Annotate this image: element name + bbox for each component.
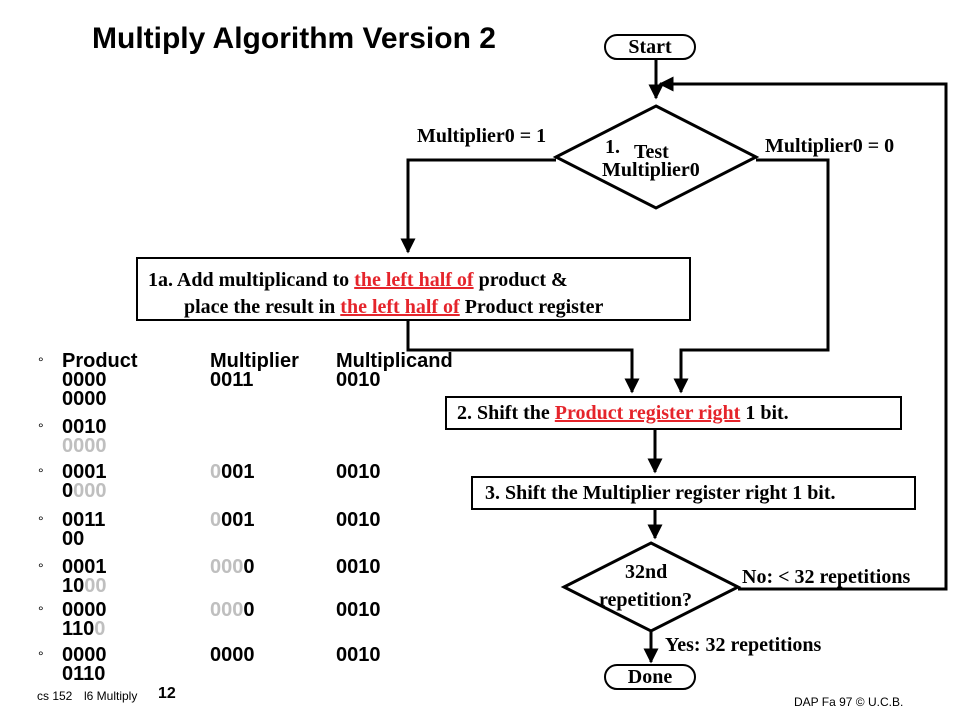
table-row-2-col-2-run-0: 0010 [336,461,381,483]
table-row-6-col-2: 0010 [336,644,381,666]
decision-line-2: repetition? [599,589,692,611]
footer-lecture: l6 Multiply [84,689,138,703]
step-1a-line-1-seg-0: 1a. Add multiplicand to [148,269,355,291]
loop-back-line [658,76,948,591]
test-step-number: 1. [605,136,620,158]
branch-label-one: Multiplier0 = 1 [417,125,547,147]
step-3-label: 3. Shift the Multiplier register right 1… [485,482,836,504]
table-header-product: Product [62,350,138,372]
table-row-0-col-1: 0011 [210,369,254,391]
step-1a-line-1-seg-2: product & [473,269,568,291]
step-3-box: 3. Shift the Multiplier register right 1… [471,476,916,510]
table-row-1-col-0-run-1: 0000 [62,435,107,457]
decision-line-1: 32nd [625,561,668,583]
step-2-box: 2. Shift the Product register right 1 bi… [445,396,902,430]
table-row-6-col-2-run-0: 0010 [336,644,381,666]
step-1a-line-1: 1a. Add multiplicand to the left half of… [148,269,568,292]
step-2-seg-0: 2. Shift the [457,402,555,424]
table-row-1-col-0: 0010 0000 [62,416,107,457]
step-1a-line-2-seg-1: the left half of [340,296,460,318]
table-row-0-col-0-run-0: 0000 0000 [62,369,107,410]
table-row-4-col-2: 0010 [336,556,381,578]
footer-copyright: DAP Fa 97 © U.C.B. [794,695,904,709]
table-row-3-col-2: 0010 [336,509,381,531]
table-row-0-col-0: 0000 0000 [62,369,107,410]
no-branch-label: No: < 32 repetitions [742,566,911,588]
table-row-2-col-1-run-1: 001 [221,461,255,483]
table-header-multiplier: Multiplier [210,350,299,372]
table-row-4-col-1: 0000 [210,556,255,578]
table-row-1-col-0-run-0: 0010 [62,416,107,438]
table-row-4-col-0-run-1: 00 [84,575,107,597]
table-row-3-col-2-run-0: 0010 [336,509,381,531]
test-diamond [552,104,760,210]
table-bullet-5: ° [38,603,44,619]
table-header-multiplicand: Multiplicand [336,350,453,372]
table-row-6-col-1-run-0: 0000 [210,644,255,666]
table-row-2-col-1: 0001 [210,461,255,483]
table-row-6-col-1: 0000 [210,644,255,666]
table-bullet-3: ° [38,513,44,529]
start-terminal: Start [604,34,696,60]
repetition-diamond [560,541,742,633]
table-row-5-col-0-run-1: 0 [94,618,106,640]
table-row-5-col-1-run-0: 000 [210,599,244,621]
table-row-4-col-2-run-0: 0010 [336,556,381,578]
arrow-test-to-step1a [400,158,556,254]
table-row-0-col-2: 0010 [336,369,381,391]
table-row-5-col-2-run-0: 0010 [336,599,381,621]
footer-page-number: 12 [158,685,176,702]
table-bullet-0: ° [38,354,44,370]
done-terminal: Done [604,664,696,690]
table-row-5-col-1: 0000 [210,599,255,621]
step-2-seg-1: Product register right [554,402,741,424]
step-1a-box: 1a. Add multiplicand to the left half of… [136,257,691,321]
table-row-0-col-2-run-0: 0010 [336,369,381,391]
table-row-2-col-0: 0001 0000 [62,461,107,502]
table-row-5-col-2: 0010 [336,599,381,621]
table-row-5-col-1-run-1: 0 [243,599,255,621]
step-1a-line-2-seg-2: Product register [459,296,604,318]
test-step-word: Test [634,141,669,163]
step-2-seg-2: 1 bit. [740,402,789,424]
table-row-3-col-1-run-0: 0 [210,509,222,531]
table-row-4-col-1-run-0: 000 [210,556,244,578]
done-label: Done [627,666,673,688]
table-row-0-col-1-run-0: 0011 [210,369,254,391]
table-row-3-col-1: 0001 [210,509,255,531]
table-row-2-col-0-run-0: 0001 0 [62,461,107,502]
start-label: Start [628,36,672,58]
slide-title: Multiply Algorithm Version 2 [92,22,496,55]
step-1a-line-2-seg-0: place the result in [184,296,341,318]
table-row-6-col-0: 0000 0110 [62,644,107,685]
table-row-4-col-0-run-0: 0001 10 [62,556,107,597]
table-row-2-col-1-run-0: 0 [210,461,222,483]
table-row-5-col-0-run-0: 0000 110 [62,599,107,640]
table-bullet-4: ° [38,560,44,576]
arrow-test-to-step2 [673,158,830,394]
test-step-register: Multiplier0 [602,159,700,181]
table-row-3-col-0-run-0: 0011 00 [62,509,106,550]
table-row-3-col-0: 0011 00 [62,509,106,550]
table-row-4-col-1-run-1: 0 [243,556,255,578]
table-row-6-col-0-run-0: 0000 0110 [62,644,107,685]
table-bullet-2: ° [38,465,44,481]
branch-label-zero: Multiplier0 = 0 [765,135,895,157]
table-bullet-1: ° [38,420,44,436]
table-bullet-6: ° [38,648,44,664]
step-1a-line-1-seg-1: the left half of [354,269,474,291]
table-row-3-col-1-run-1: 001 [221,509,255,531]
table-row-4-col-0: 0001 1000 [62,556,107,597]
arrow-step1a-to-step2 [406,320,640,394]
yes-branch-label: Yes: 32 repetitions [665,634,822,656]
footer-course: cs 152 [37,689,73,703]
table-row-5-col-0: 0000 1100 [62,599,107,640]
table-row-2-col-0-run-1: 000 [73,480,107,502]
table-row-2-col-2: 0010 [336,461,381,483]
step-1a-line-2: place the result in the left half of Pro… [184,296,603,319]
